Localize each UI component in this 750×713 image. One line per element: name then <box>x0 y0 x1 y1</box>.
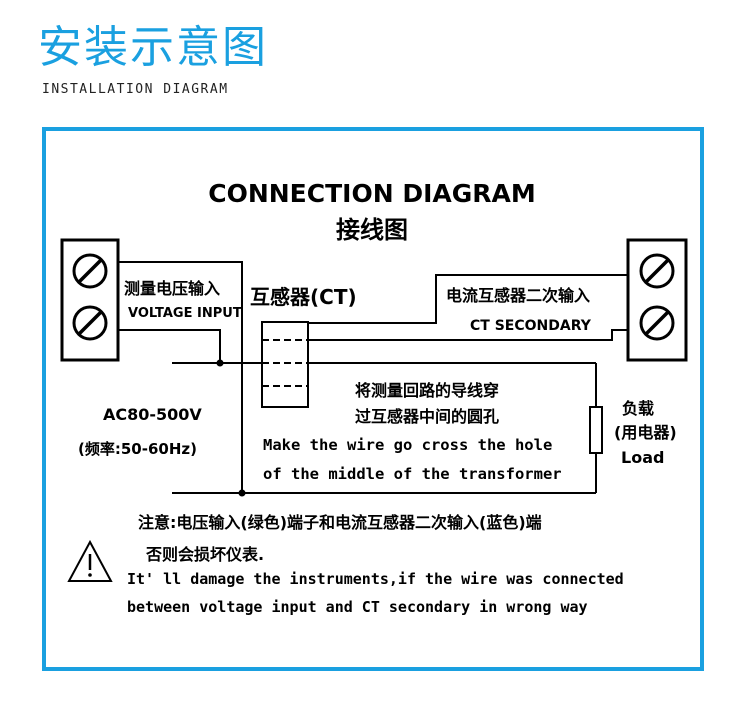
warning-icon <box>67 539 113 582</box>
diagram-heading-en: CONNECTION DIAGRAM <box>208 179 536 208</box>
screw-terminal-icon <box>639 305 675 341</box>
screw-terminal-icon <box>72 253 108 289</box>
load-resistor <box>589 406 603 454</box>
ct-secondary-label-en: CT SECONDARY <box>470 318 592 334</box>
junction-dot <box>238 489 246 497</box>
page-title: 安装示意图 <box>38 22 268 73</box>
voltage-terminal-block <box>60 238 120 362</box>
instruction-en-line2: of the middle of the transformer <box>263 465 562 483</box>
ct-label: 互感器(CT) <box>250 285 357 309</box>
load-label-en: Load <box>621 448 664 467</box>
current-transformer <box>261 321 309 408</box>
ct-secondary-label-cn: 电流互感器二次输入 <box>446 286 590 305</box>
warning-en-line2: between voltage input and CT secondary i… <box>127 598 588 616</box>
warning-en-line1: It' ll damage the instruments,if the wir… <box>127 570 624 588</box>
junction-dot <box>216 359 224 367</box>
load-label-cn-line2: (用电器) <box>614 423 677 442</box>
instruction-cn-line1: 将测量回路的导线穿 <box>355 381 499 400</box>
load-label-cn-line1: 负载 <box>622 399 654 418</box>
screw-terminal-icon <box>639 253 675 289</box>
ct-terminal-block <box>626 238 688 362</box>
instruction-en-line1: Make the wire go cross the hole <box>263 436 552 454</box>
instruction-cn-line2: 过互感器中间的圆孔 <box>355 407 499 426</box>
note-cn-line1: 注意:电压输入(绿色)端子和电流互感器二次输入(蓝色)端 <box>138 513 542 532</box>
diagram-frame <box>42 127 704 671</box>
voltage-input-label-cn: 测量电压输入 <box>124 279 220 298</box>
frequency-label: (频率:50-60Hz) <box>78 440 197 458</box>
diagram-heading-cn: 接线图 <box>336 216 408 244</box>
note-cn-line2: 否则会损坏仪表. <box>145 545 264 564</box>
screw-terminal-icon <box>72 305 108 341</box>
voltage-input-label-en: VOLTAGE INPUT <box>128 306 242 321</box>
ac-range-label: AC80-500V <box>103 405 202 424</box>
page-subtitle: INSTALLATION DIAGRAM <box>42 82 229 97</box>
